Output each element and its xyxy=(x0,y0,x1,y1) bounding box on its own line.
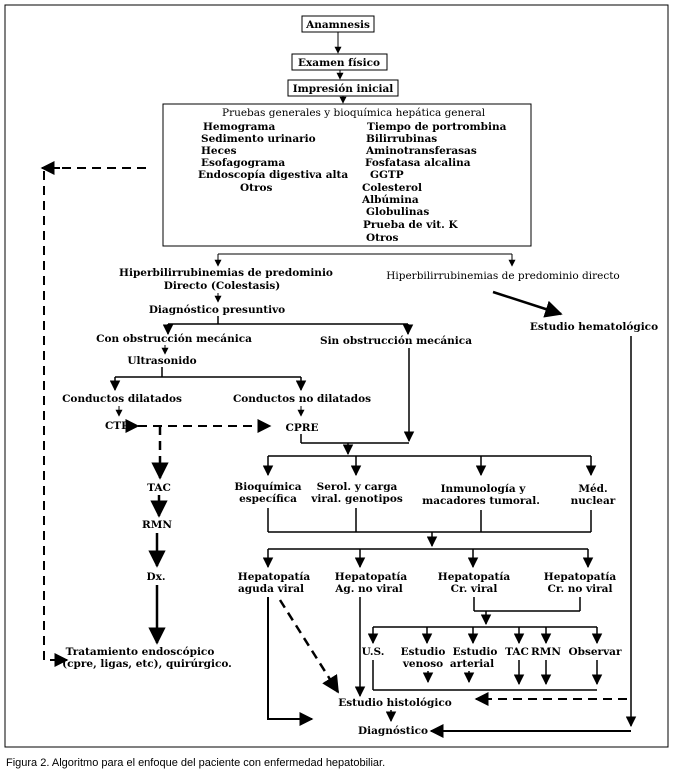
hep-cr-no-viral-line1: Hepatopatía xyxy=(544,571,617,583)
impresion-inicial-label: Impresión inicial xyxy=(293,83,394,95)
examen-fisico-label: Examen físico xyxy=(298,57,380,69)
serol-line1: Serol. y carga xyxy=(317,481,398,493)
rmn2-label: RMN xyxy=(531,646,561,658)
conductos-no-dilatados-label: Conductos no dilatados xyxy=(233,393,371,405)
ultrasonido-label: Ultrasonido xyxy=(127,355,196,367)
bioquimica-line1: Bioquímica xyxy=(234,481,301,493)
prueba-ggtp: GGTP xyxy=(370,169,404,181)
hep-ag-no-viral-line2: Ag. no viral xyxy=(334,583,403,595)
hiper-directo-label: Hiperbilirrubinemias de predominio direc… xyxy=(386,270,620,282)
estudio-arterial-line2: arterial xyxy=(450,658,494,670)
prueba-fosfatasa-alcalina: Fosfatasa alcalina xyxy=(365,157,471,169)
tratamiento-line1: Tratamiento endoscópico xyxy=(66,646,215,658)
anamnesis-label: Anamnesis xyxy=(305,19,370,31)
arrow-to-estudio-hemato xyxy=(492,290,563,318)
prueba-bilirrubinas: Bilirrubinas xyxy=(366,133,437,145)
hep-aguda-dashed-diag xyxy=(278,599,340,694)
prueba-sedimento-urinario: Sedimento urinario xyxy=(201,133,316,145)
figure-caption: Figura 2. Algoritmo para el enfoque del … xyxy=(6,757,386,769)
cpre-label: CPRE xyxy=(286,422,319,434)
ctp-label: CTP xyxy=(105,420,129,432)
sin-obstruccion-label: Sin obstrucción mecánica xyxy=(320,335,472,347)
prueba-endoscopia: Endoscopía digestiva alta xyxy=(198,169,348,181)
hep-cr-viral-line2: Cr. viral xyxy=(451,583,498,595)
estudio-venoso-line1: Estudio xyxy=(401,646,446,658)
dashed-loop-left xyxy=(43,167,146,661)
prueba-aminotransferasas: Aminotransferasas xyxy=(365,145,477,157)
med-nuclear-line1: Méd. xyxy=(578,483,607,495)
prueba-otros-right: Otros xyxy=(366,232,399,244)
pruebas-title: Pruebas generales y bioquímica hepática … xyxy=(222,107,486,119)
prueba-tiempo-protrombina: Tiempo de portrombina xyxy=(367,121,507,133)
estudio-arterial-line1: Estudio xyxy=(453,646,498,658)
prueba-colesterol: Colesterol xyxy=(362,182,422,194)
figure-frame xyxy=(4,4,669,748)
hep-ag-no-viral-line1: Hepatopatía xyxy=(335,571,408,583)
observar-label: Observar xyxy=(568,646,622,658)
hep-aguda-line1: Hepatopatía xyxy=(238,571,311,583)
bioquimica-line2: específica xyxy=(239,493,297,505)
prueba-hemograma: Hemograma xyxy=(203,121,276,133)
med-nuclear-line2: nuclear xyxy=(571,495,616,507)
estudio-hematologico-label: Estudio hematológico xyxy=(530,321,658,333)
con-obstruccion-label: Con obstrucción mecánica xyxy=(96,333,252,345)
hiper-colestasis-line1: Hiperbilirrubinemias de predominio xyxy=(119,267,333,279)
tratamiento-line2: (cpre, ligas, etc), quirúrgico. xyxy=(62,658,232,670)
estudio-histologico-label: Estudio histológico xyxy=(338,697,452,709)
hep-aguda-line2: aguda viral xyxy=(238,583,304,595)
rmn-label: RMN xyxy=(142,519,172,531)
tac2-label: TAC xyxy=(505,646,529,658)
prueba-heces: Heces xyxy=(201,145,237,157)
hep-aguda-solid-path xyxy=(267,597,308,720)
serol-line2: viral. genotipos xyxy=(310,493,403,505)
prueba-esofagograma: Esofagograma xyxy=(201,157,285,169)
hep-cr-no-viral-line2: Cr. no viral xyxy=(548,583,613,595)
prueba-otros-left: Otros xyxy=(240,182,273,194)
diagnostico-label: Diagnóstico xyxy=(358,725,428,737)
conductos-dilatados-label: Conductos dilatados xyxy=(62,393,182,405)
hep-cr-viral-line1: Hepatopatía xyxy=(438,571,511,583)
estudio-venoso-line2: venoso xyxy=(402,658,443,670)
inmunologia-line2: macadores tumoral. xyxy=(422,495,540,507)
tac-label: TAC xyxy=(147,482,171,494)
us-label: U.S. xyxy=(362,646,385,658)
hiper-colestasis-line2: Directo (Colestasis) xyxy=(164,280,281,292)
inmunologia-line1: Inmunología y xyxy=(441,483,527,495)
prueba-vit-k: Prueba de vit. K xyxy=(363,219,458,231)
pruebas-box xyxy=(162,103,532,247)
diag-presuntivo-label: Diagnóstico presuntivo xyxy=(149,304,285,316)
dx-label: Dx. xyxy=(146,571,165,583)
prueba-albumina: Albúmina xyxy=(361,194,419,206)
prueba-globulinas: Globulinas xyxy=(366,206,429,218)
